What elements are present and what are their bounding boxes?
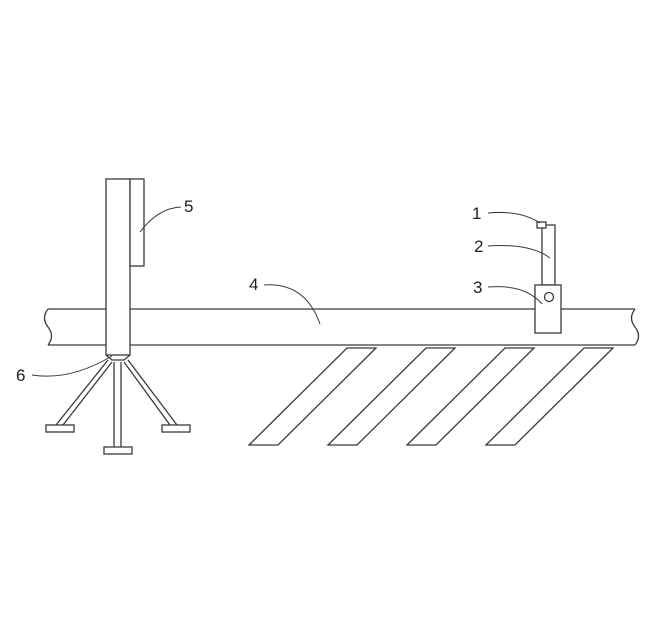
label-5: 5 [184, 197, 193, 216]
leader-lines [31, 206, 551, 377]
foot-right [161, 424, 191, 433]
leader-6 [31, 355, 113, 377]
sensor-rod [541, 224, 556, 286]
sensor-assembly [534, 221, 562, 334]
mount-hole [543, 291, 555, 303]
label-4: 4 [249, 275, 258, 294]
beam-break-left [43, 308, 53, 346]
part-labels: 1 2 3 4 5 6 [16, 197, 483, 385]
label-2: 2 [474, 237, 483, 256]
slat-1 [247, 347, 378, 446]
foot-center [103, 446, 133, 455]
slats [247, 347, 615, 446]
sensor-cap [536, 221, 547, 229]
slat-4 [484, 347, 615, 446]
leader-1 [487, 212, 541, 224]
leader-4 [263, 284, 321, 325]
slat-3 [405, 347, 536, 446]
slat-2 [326, 347, 457, 446]
leader-3 [487, 286, 543, 305]
label-3: 3 [473, 278, 482, 297]
label-1: 1 [472, 204, 481, 223]
tripod-stand [45, 359, 191, 455]
side-panel [129, 178, 145, 267]
vertical-post [105, 178, 131, 356]
label-6: 6 [16, 366, 25, 385]
foot-left [45, 424, 75, 433]
leader-2 [487, 245, 551, 259]
beam-break-right [630, 308, 640, 346]
leader-5 [139, 206, 182, 233]
mount-block [534, 284, 562, 334]
